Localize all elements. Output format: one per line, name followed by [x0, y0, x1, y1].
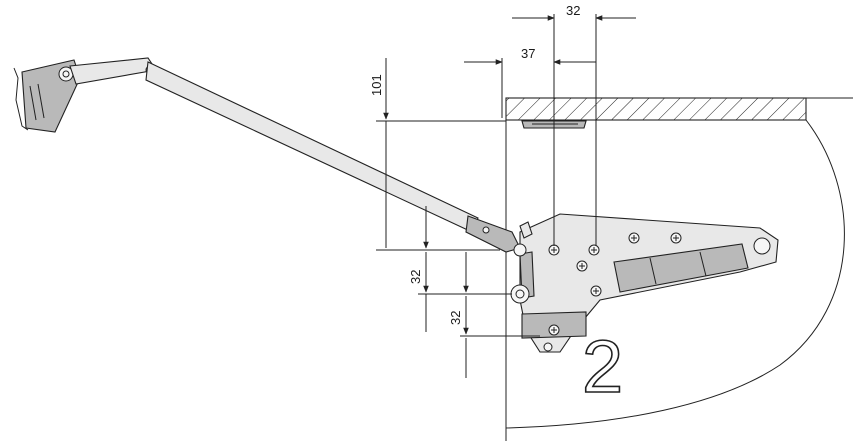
dimension-label-offset: 37 — [521, 46, 535, 61]
housing-screws — [543, 232, 682, 352]
dimension-lines — [376, 14, 636, 378]
dimension-label-mid: 32 — [408, 270, 423, 284]
long-arm-bar — [145, 61, 479, 233]
dimension-label-top: 32 — [566, 3, 580, 18]
dimension-label-height: 101 — [369, 74, 384, 96]
cabinet-top-panel — [505, 97, 853, 121]
callout-number: 2 — [582, 325, 623, 408]
door-swing-arc — [505, 119, 845, 429]
lift-arm — [13, 57, 521, 253]
dimension-label-lower: 32 — [448, 311, 463, 325]
